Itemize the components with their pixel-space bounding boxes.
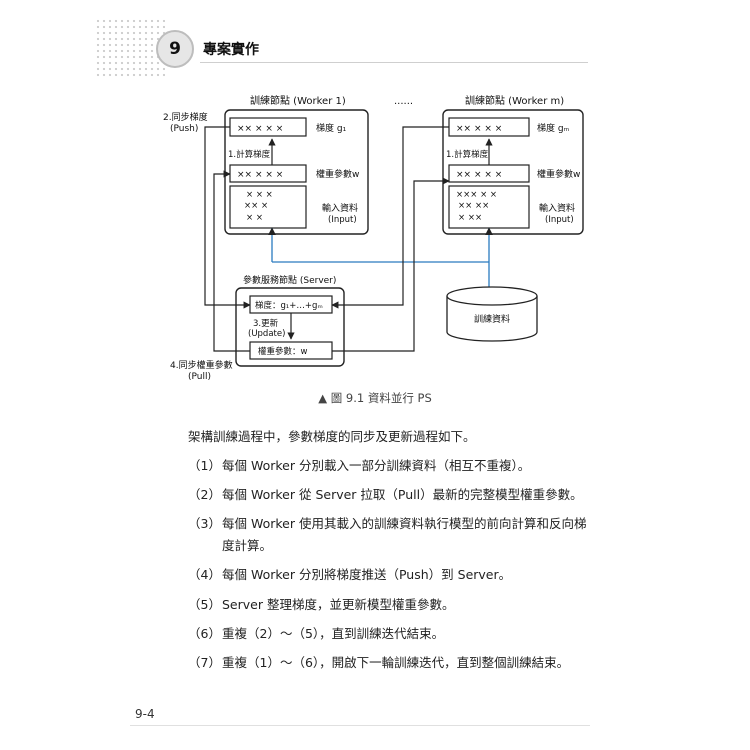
- server-title: 參數服務節點 (Server): [243, 274, 336, 286]
- ps-architecture-diagram: 訓練節點 (Worker 1) ...... 訓練節點 (Worker m) ×…: [163, 94, 584, 382]
- sync-grad-label: 2.同步梯度: [163, 111, 208, 123]
- list-item-number: （6）: [188, 626, 221, 641]
- worker1-compute-grad: 1.計算梯度: [228, 149, 271, 160]
- list-item-text: 每個 Worker 使用其載入的訓練資料執行模型的前向計算和反向梯度計算。: [222, 516, 587, 553]
- list-item-number: （2）: [188, 487, 221, 502]
- workerm-weight-label: 權重參數w: [537, 168, 580, 180]
- workerm-grad-marks: ×× × × ×: [456, 124, 502, 134]
- footer-rule: [130, 725, 590, 726]
- server-weight-label: 權重參數：w: [258, 346, 308, 357]
- list-item-text: 重複（1）～（6），開啟下一輪訓練迭代，直到整個訓練結束。: [222, 655, 570, 670]
- server-update: 3.更新: [253, 318, 279, 329]
- intro-paragraph: 架構訓練過程中，參數梯度的同步及更新過程如下。: [188, 429, 476, 444]
- decorative-dot-pattern: [95, 18, 165, 78]
- worker1-grad-label: 梯度 g₁: [316, 122, 347, 134]
- list-item-number: （7）: [188, 655, 221, 670]
- list-item-text: 每個 Worker 分別載入一部分訓練資料（相互不重複）。: [222, 458, 531, 473]
- worker1-input-en: (Input): [328, 215, 357, 225]
- workerm-grad-label: 梯度 gₘ: [537, 122, 570, 134]
- workerm-box: [442, 109, 584, 235]
- list-item: （7） 重複（1）～（6），開啟下一輪訓練迭代，直到整個訓練結束。: [188, 652, 598, 674]
- training-data-label: 訓練資料: [474, 313, 510, 325]
- worker1-weight-marks: ×× × × ×: [237, 170, 283, 180]
- figure-caption: ▲ 圖 9.1 資料並行 PS: [318, 391, 432, 405]
- server-box: [235, 287, 345, 367]
- list-item: （3） 每個 Worker 使用其載入的訓練資料執行模型的前向計算和反向梯度計算…: [188, 513, 598, 557]
- workerm-input-marks-1: ××× × ×: [456, 190, 497, 200]
- list-item-text: 每個 Worker 分別將梯度推送（Push）到 Server。: [222, 567, 512, 582]
- workerm-input-marks-3: × ××: [458, 213, 482, 223]
- ellipsis: ......: [394, 96, 413, 107]
- workerm-compute-grad: 1.計算梯度: [446, 149, 489, 160]
- push-label: (Push): [170, 124, 198, 134]
- chapter-number-badge: 9: [156, 30, 194, 68]
- list-item-number: （3）: [188, 516, 221, 531]
- workerm-weight-marks: ×× × × ×: [456, 170, 502, 180]
- worker1-grad-marks: ×× × × ×: [237, 124, 283, 134]
- worker1-input-marks-2: ×× ×: [244, 201, 268, 211]
- sync-weight-label: 4.同步權重參數: [170, 359, 233, 371]
- worker1-input-marks-1: × × ×: [246, 190, 273, 200]
- chapter-title: 專案實作: [203, 42, 259, 58]
- list-item: （5） Server 整理梯度，並更新模型權重參數。: [188, 594, 598, 616]
- list-item-number: （4）: [188, 567, 221, 582]
- worker1-input-marks-3: × ×: [246, 213, 263, 223]
- pull-label: (Pull): [188, 372, 211, 382]
- server-update-en: (Update): [248, 329, 285, 339]
- worker1-weight-label: 權重參數w: [316, 168, 359, 180]
- workerm-input-label: 輸入資料: [539, 202, 575, 214]
- worker1-input-box: [229, 185, 307, 229]
- workerm-input-marks-2: ×× ××: [458, 201, 489, 211]
- list-item-number: （5）: [188, 597, 221, 612]
- list-item: （1） 每個 Worker 分別載入一部分訓練資料（相互不重複）。: [188, 455, 598, 477]
- list-item: （6） 重複（2）～（5），直到訓練迭代結束。: [188, 623, 598, 645]
- list-item: （2） 每個 Worker 從 Server 拉取（Pull）最新的完整模型權重…: [188, 484, 598, 506]
- page-number: 9-4: [135, 707, 155, 721]
- list-item-text: 重複（2）～（5），直到訓練迭代結束。: [222, 626, 445, 641]
- worker1-input-label: 輸入資料: [322, 202, 358, 214]
- training-data-cylinder: [446, 296, 538, 342]
- list-item-text: Server 整理梯度，並更新模型權重參數。: [222, 597, 455, 612]
- list-item-text: 每個 Worker 從 Server 拉取（Pull）最新的完整模型權重參數。: [222, 487, 583, 502]
- list-item: （4） 每個 Worker 分別將梯度推送（Push）到 Server。: [188, 564, 598, 586]
- workerm-title: 訓練節點 (Worker m): [465, 94, 564, 107]
- header-rule: [200, 62, 588, 63]
- worker1-title: 訓練節點 (Worker 1): [250, 94, 346, 107]
- list-item-number: （1）: [188, 458, 221, 473]
- workerm-input-en: (Input): [545, 215, 574, 225]
- server-grad-label: 梯度：g₁+…+gₘ: [255, 300, 323, 311]
